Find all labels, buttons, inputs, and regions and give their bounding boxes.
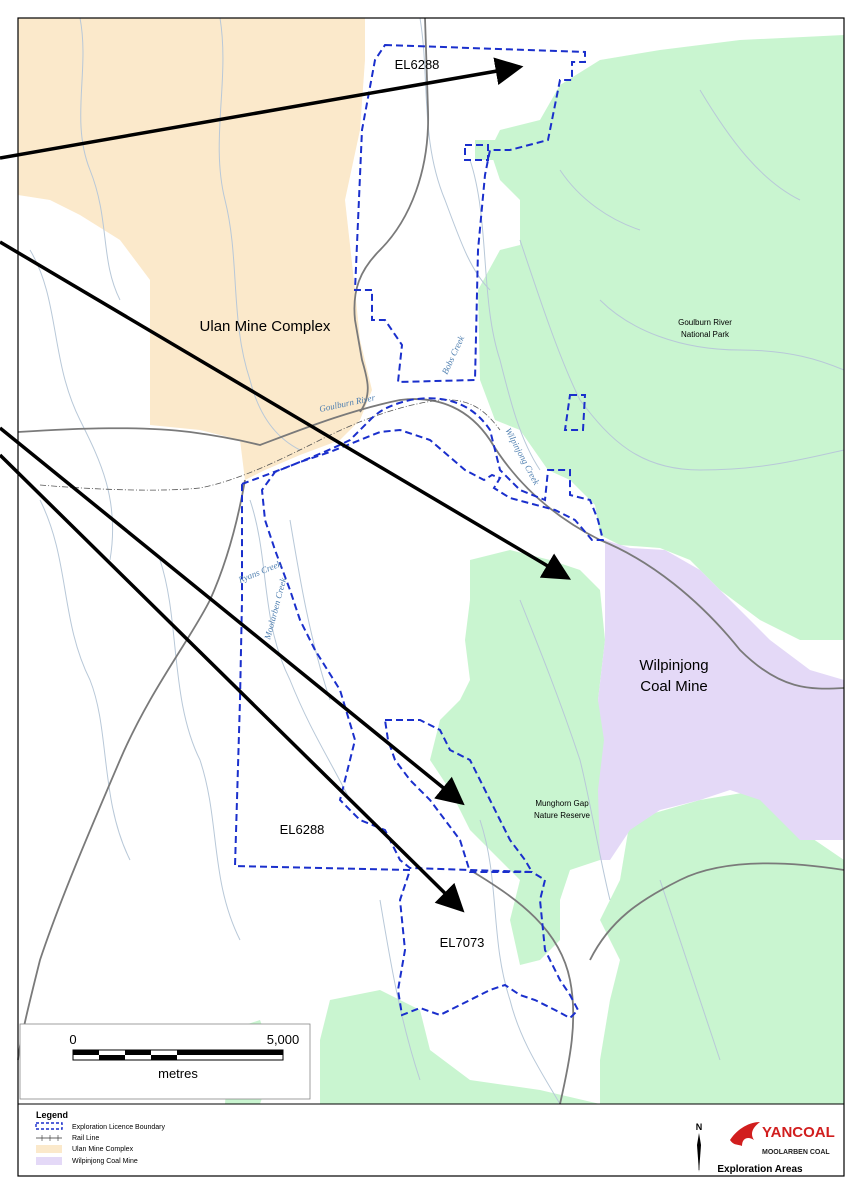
roads xyxy=(17,17,845,1105)
wilpinjong-label-2: Coal Mine xyxy=(640,678,708,695)
scale-bar: 0 5,000 metres xyxy=(19,1023,311,1100)
el6288-bottom-label: EL6288 xyxy=(280,822,325,837)
legend-label-boundary: Exploration Licence Boundary xyxy=(72,1124,166,1131)
callout-arrows xyxy=(0,57,572,913)
scale-end-label: 5,000 xyxy=(267,1032,300,1047)
legend-label-wilpinjong: Wilpinjong Coal Mine xyxy=(72,1158,138,1165)
map-title: Exploration Areas xyxy=(717,1164,803,1175)
el6288-top-label: EL6288 xyxy=(395,57,440,72)
green-patch-southeast xyxy=(600,790,844,1104)
goulburn-national-park-label-2: National Park xyxy=(681,330,730,339)
legend-item-rail: Rail Line xyxy=(36,1135,99,1142)
road-north xyxy=(353,17,429,413)
munghorn-gap-nature-reserve xyxy=(430,550,630,965)
flame-icon xyxy=(730,1122,760,1146)
legend-panel: Legend Exploration Licence Boundary Rail… xyxy=(18,1103,844,1176)
licence-labels: EL6288 EL6288 EL7073 xyxy=(280,57,485,950)
ulan-mine-complex-label: Ulan Mine Complex xyxy=(200,318,331,335)
legend-item-wilpinjong: Wilpinjong Coal Mine xyxy=(36,1157,138,1165)
area-labels: Ulan Mine Complex Goulburn River Nationa… xyxy=(200,318,733,820)
road-southwest xyxy=(17,479,246,1061)
legend-item-boundary: Exploration Licence Boundary xyxy=(35,1122,166,1131)
el6288-main-boundary xyxy=(233,397,605,1020)
el7073-label: EL7073 xyxy=(440,935,485,950)
legend-label-ulan: Ulan Mine Complex xyxy=(72,1146,134,1153)
north-label: N xyxy=(696,1122,703,1132)
scale-start-label: 0 xyxy=(69,1032,76,1047)
arrow-el6288-east xyxy=(0,240,572,580)
north-arrow: N xyxy=(696,1122,703,1172)
el7073-boundary xyxy=(383,719,534,873)
exploration-licence-boundaries xyxy=(233,43,605,1020)
logo-brand: YANCOAL xyxy=(762,1124,835,1141)
legend-title: Legend xyxy=(36,1110,68,1120)
arrow-el7073-south xyxy=(0,453,465,913)
arrow-el6288-north xyxy=(0,57,524,160)
streams xyxy=(29,17,845,1105)
ulan-mine-complex-area xyxy=(18,18,372,480)
logo-sub: MOOLARBEN COAL xyxy=(762,1149,830,1156)
wilpinjong-label-1: Wilpinjong xyxy=(639,657,708,674)
green-patch-south xyxy=(320,990,600,1104)
wilpinjong-coal-mine-area xyxy=(598,540,844,860)
rail-line xyxy=(39,399,501,491)
goulburn-national-park-label-1: Goulburn River xyxy=(678,318,732,327)
legend-label-rail: Rail Line xyxy=(72,1135,99,1142)
el6288-north-connector xyxy=(464,144,489,161)
el6288-north-boundary xyxy=(353,43,586,384)
yancoal-logo: YANCOAL MOOLARBEN COAL xyxy=(730,1122,835,1156)
munghorn-gap-label-1: Munghorn Gap xyxy=(535,799,589,808)
arrow-el7073-north xyxy=(0,426,465,806)
scale-unit-label: metres xyxy=(158,1066,198,1081)
legend-item-ulan: Ulan Mine Complex xyxy=(36,1145,134,1153)
road-south xyxy=(469,869,575,1105)
road-southeast xyxy=(589,862,845,961)
map-frame xyxy=(17,17,845,1177)
el6288-small-parcel xyxy=(563,394,587,431)
munghorn-gap-label-2: Nature Reserve xyxy=(534,811,591,820)
road-west xyxy=(17,398,845,690)
